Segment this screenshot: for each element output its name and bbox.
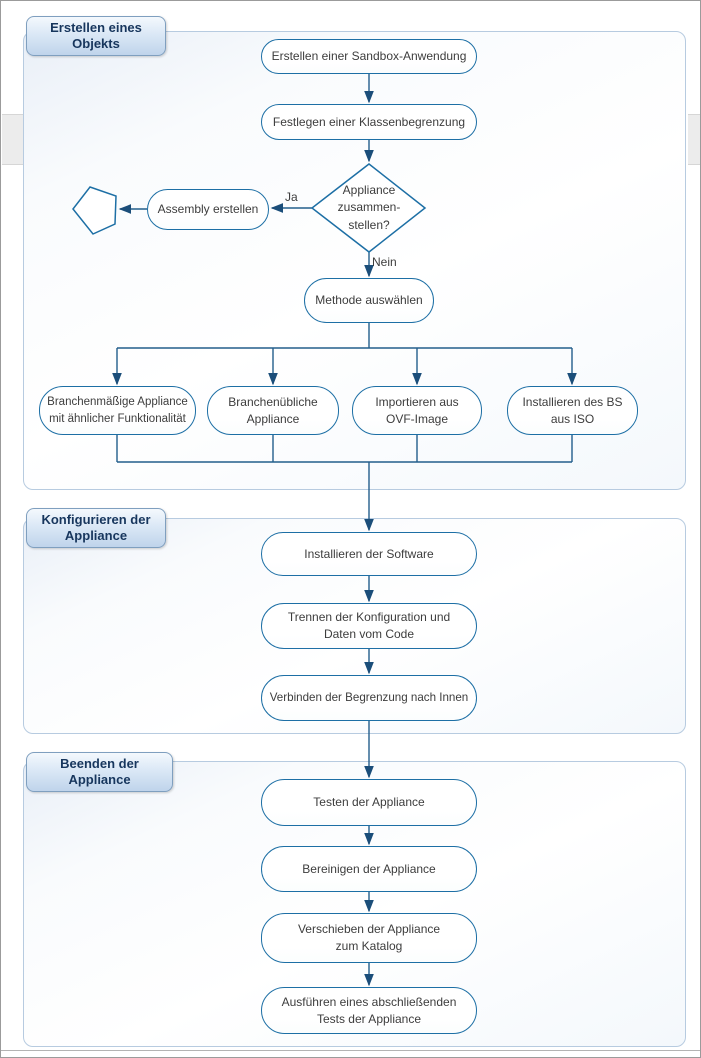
node-separate-config: Trennen der Konfiguration und Daten vom … [261, 603, 477, 649]
right-edge-stub [688, 114, 700, 165]
node-test-appliance: Testen der Appliance [261, 779, 477, 826]
tab-configure-appliance: Konfigurieren der Appliance [26, 508, 166, 548]
node-create-assembly: Assembly erstellen [147, 189, 269, 230]
node-set-class-boundary: Festlegen einer Klassenbegrenzung [261, 104, 477, 140]
node-final-test: Ausführen eines abschließenden Tests der… [261, 987, 477, 1034]
tab-create-object: Erstellen eines Objekts [26, 16, 166, 56]
node-industry-standard: Branchenübliche Appliance [207, 386, 339, 435]
node-industry-similar: Branchenmäßige Appliance mit ähnlicher F… [39, 386, 196, 435]
tab-finish-appliance: Beenden der Appliance [26, 752, 173, 792]
offpage-pentagon-shape [72, 186, 117, 235]
left-edge-stub [2, 114, 23, 165]
branch-label-ja: Ja [285, 190, 298, 204]
node-choose-method: Methode auswählen [304, 278, 434, 323]
node-bind-boundary: Verbinden der Begrenzung nach Innen [261, 675, 477, 721]
node-move-to-catalog: Verschieben der Appliance zum Katalog [261, 913, 477, 963]
page-bottom-rule [1, 1050, 700, 1051]
decision-assemble-label: Appliance zusammen- stellen? [337, 182, 401, 232]
decision-diamond-shape [310, 163, 427, 253]
node-import-ovf: Importieren aus OVF-Image [352, 386, 482, 435]
node-create-sandbox: Erstellen einer Sandbox-Anwendung [261, 39, 477, 74]
branch-label-nein: Nein [372, 255, 397, 269]
node-install-software: Installieren der Software [261, 532, 477, 576]
node-install-os-iso: Installieren des BS aus ISO [507, 386, 638, 435]
node-clean-appliance: Bereinigen der Appliance [261, 846, 477, 892]
